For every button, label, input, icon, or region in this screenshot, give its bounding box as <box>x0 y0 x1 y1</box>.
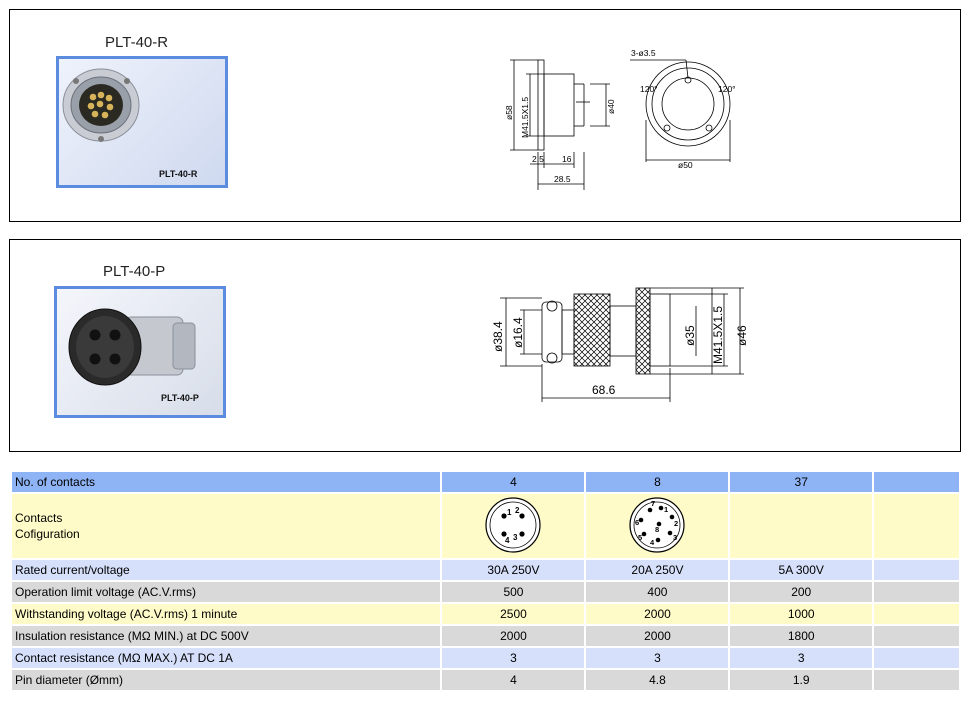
row-value: 1.9 <box>730 670 873 690</box>
row-label: Pin diameter (Ømm) <box>12 670 441 690</box>
row-value: 2000 <box>442 626 585 646</box>
product-photo: PLT-40-P <box>54 286 226 418</box>
row-label: Insulation resistance (MΩ MIN.) at DC 50… <box>12 626 441 646</box>
dim-bore-dia: ø35 <box>683 325 697 346</box>
config-label-line: Contacts <box>15 511 63 525</box>
config-label: Contacts Cofiguration <box>12 494 441 558</box>
contact-diagram-8: 1 2 3 4 5 6 7 8 <box>586 494 729 558</box>
row-value: 3 <box>442 648 585 668</box>
row-label: Withstanding voltage (AC.V.rms) 1 minute <box>12 604 441 624</box>
table-row: Withstanding voltage (AC.V.rms) 1 minute… <box>12 604 959 624</box>
dim-body-dia: ø40 <box>606 99 616 114</box>
plug-photo-icon <box>68 308 196 386</box>
product-panel-plt-40-r: PLT-40-R PLT-40-R <box>9 9 961 222</box>
blank-cell <box>874 648 959 668</box>
config-label-line: Cofiguration <box>15 527 80 541</box>
blank-cell <box>874 494 959 558</box>
dim-holes: 3-ø3.5 <box>631 48 656 58</box>
table-header-row: No. of contacts 4 8 37 <box>12 472 959 492</box>
table-row-configuration: Contacts Cofiguration 1 2 3 4 <box>12 494 959 558</box>
row-value: 500 <box>442 582 585 602</box>
dim-flange-thickness: 2.5 <box>532 154 544 164</box>
row-value: 1000 <box>730 604 873 624</box>
pin-layout-4-icon: 1 2 3 4 <box>485 496 542 553</box>
dimension-drawing: ø38.4 ø16.4 ø35 M41.5X1.5 ø46 68.6 <box>491 287 749 402</box>
table-row: Insulation resistance (MΩ MIN.) at DC 50… <box>12 626 959 646</box>
blank-cell <box>874 472 959 492</box>
product-title: PLT-40-R <box>105 34 169 51</box>
dim-nut-dia: ø46 <box>735 325 749 346</box>
pin-number: 8 <box>655 525 659 534</box>
row-value: 4 <box>442 670 585 690</box>
product-panel-plt-40-p: PLT-40-P PLT-40-P <box>9 239 961 452</box>
header-value: 37 <box>730 472 873 492</box>
blank-cell <box>874 670 959 690</box>
pin-number: 2 <box>674 519 678 528</box>
blank-cell <box>874 582 959 602</box>
pin-number: 5 <box>638 533 642 542</box>
spec-table: No. of contacts 4 8 37 Contacts Cofigura… <box>10 470 961 692</box>
row-value: 3 <box>586 648 729 668</box>
header-value: 4 <box>442 472 585 492</box>
photo-label: PLT-40-R <box>159 169 198 179</box>
header-value: 8 <box>586 472 729 492</box>
row-value: 30A 250V <box>442 560 585 580</box>
dim-body-length: 16 <box>562 154 572 164</box>
dim-overall-dia: ø38.4 <box>491 321 505 352</box>
product-photo: PLT-40-R <box>56 56 228 188</box>
pin-number: 2 <box>515 506 520 515</box>
dim-flange-dia: ø58 <box>504 105 514 120</box>
row-value: 2500 <box>442 604 585 624</box>
pin-number: 7 <box>651 499 655 508</box>
dimension-drawing: 3-ø3.5 120° 120° ø58 M41.5X1.5 ø40 2.5 1… <box>504 48 736 190</box>
receptacle-photo-icon <box>62 68 140 142</box>
dim-length: 68.6 <box>592 383 616 397</box>
blank-cell <box>874 604 959 624</box>
dim-thread: M41.5X1.5 <box>711 306 725 364</box>
dim-total-length: 28.5 <box>554 174 571 184</box>
contact-diagram-37 <box>730 494 873 558</box>
blank-cell <box>874 626 959 646</box>
blank-cell <box>874 560 959 580</box>
header-label: No. of contacts <box>12 472 441 492</box>
row-value: 2000 <box>586 626 729 646</box>
dim-angle-right: 120° <box>718 84 736 94</box>
row-value: 1800 <box>730 626 873 646</box>
pin-number: 3 <box>513 533 518 542</box>
row-label: Rated current/voltage <box>12 560 441 580</box>
pin-number: 3 <box>673 533 677 542</box>
pin-number: 1 <box>507 508 512 517</box>
product-title: PLT-40-P <box>103 263 166 280</box>
pin-number: 4 <box>650 538 655 547</box>
pin-number: 6 <box>635 518 639 527</box>
row-value: 3 <box>730 648 873 668</box>
pin-number: 1 <box>664 505 668 514</box>
pin-layout-8-icon: 1 2 3 4 5 6 7 8 <box>629 496 686 553</box>
dim-cable-dia: ø16.4 <box>511 317 525 348</box>
dim-angle-left: 120° <box>640 84 658 94</box>
row-value: 4.8 <box>586 670 729 690</box>
row-value: 5A 300V <box>730 560 873 580</box>
row-value: 2000 <box>586 604 729 624</box>
row-value: 20A 250V <box>586 560 729 580</box>
pin-number: 4 <box>505 536 510 545</box>
row-value: 400 <box>586 582 729 602</box>
dim-pcd: ø50 <box>678 160 693 170</box>
photo-label: PLT-40-P <box>161 393 199 403</box>
contact-diagram-4: 1 2 3 4 <box>442 494 585 558</box>
row-label: Contact resistance (MΩ MAX.) AT DC 1A <box>12 648 441 668</box>
row-label: Operation limit voltage (AC.V.rms) <box>12 582 441 602</box>
dim-thread: M41.5X1.5 <box>520 97 530 138</box>
row-value: 200 <box>730 582 873 602</box>
